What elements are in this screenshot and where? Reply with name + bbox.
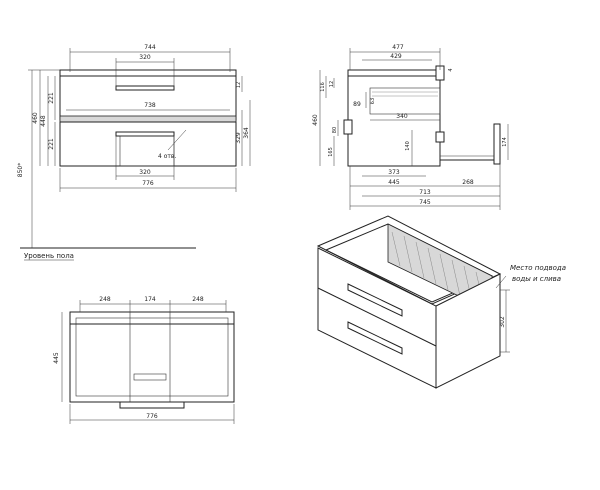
side-hinge-left (343, 119, 353, 135)
iso-upper-handle (347, 283, 403, 317)
dim-side-745: 745 (419, 199, 431, 206)
iso-side (435, 273, 501, 389)
dim-height-left: 448 (40, 115, 47, 127)
lower-drawer (59, 121, 237, 167)
top-view: 248 174 248 445 776 (53, 296, 235, 424)
dim-side-477: 477 (392, 44, 404, 51)
dim-side-174: 174 (502, 137, 508, 147)
dim-side-80: 80 (332, 127, 338, 133)
dim-side-445: 445 (388, 179, 400, 186)
dim-right-small: 12 (236, 82, 242, 88)
dim-top-depth: 445 (53, 352, 60, 364)
dim-side-460: 460 (312, 114, 319, 126)
dim-side-12: 12 (329, 81, 335, 87)
front-view: 744 320 738 320 776 850* 460 448 221 221… (17, 44, 251, 261)
dim-side-140: 140 (405, 141, 411, 151)
dim-inner-width: 738 (144, 102, 156, 109)
note-holes: 4 отв. (158, 153, 176, 160)
label-water-1: Место подвода (510, 264, 566, 272)
lower-handle-bracket (119, 135, 175, 167)
top-view-outline (69, 311, 235, 403)
dim-right-mid: 329 (235, 132, 242, 144)
dim-side-116: 116 (320, 82, 326, 92)
floor-label: Уровень пола (24, 252, 74, 260)
dim-side-429: 429 (390, 53, 402, 60)
dim-side-4: 4 (448, 68, 454, 71)
label-water-2: воды и слива (512, 275, 561, 283)
iso-view: Место подвода воды и слива 302 (316, 215, 566, 389)
dim-side-89: 89 (353, 101, 361, 108)
dim-side-340: 340 (396, 113, 408, 120)
top-view-handle (119, 401, 185, 409)
side-view: 477 429 4 116 12 460 89 63 340 80 165 14… (312, 44, 509, 210)
dim-side-713: 713 (419, 189, 431, 196)
side-drawer-box (369, 87, 441, 115)
dim-drawer-bottom: 221 (48, 138, 55, 150)
side-cabinet (347, 69, 441, 167)
side-hinge-right (435, 131, 445, 143)
iso-lower-handle (347, 321, 403, 355)
dim-drawer-top: 221 (48, 92, 55, 104)
upper-handle (115, 85, 175, 91)
dim-side-373: 373 (388, 169, 400, 176)
dim-width-bottom: 776 (142, 180, 154, 187)
dim-top-seg-left: 248 (99, 296, 111, 303)
drawer-divider (59, 115, 237, 123)
dim-top-seg-right: 248 (192, 296, 204, 303)
dim-handle-bottom: 320 (139, 169, 151, 176)
dim-handle-top: 320 (139, 54, 151, 61)
dim-width-top: 744 (144, 44, 156, 51)
dim-side-165: 165 (328, 147, 334, 157)
dim-iso-302: 302 (499, 316, 506, 328)
top-plate (59, 69, 237, 77)
dim-height-total: 460 (32, 112, 39, 124)
dim-side-63: 63 (370, 98, 376, 104)
dim-top-width: 776 (146, 413, 158, 420)
dim-top-seg-mid: 174 (144, 296, 156, 303)
upper-drawer (59, 75, 237, 121)
dim-floor-height: 850* (17, 163, 24, 177)
dim-side-268: 268 (462, 179, 474, 186)
lower-handle (115, 131, 175, 137)
pulled-drawer-front (493, 123, 501, 165)
dim-right-big: 364 (243, 127, 250, 139)
